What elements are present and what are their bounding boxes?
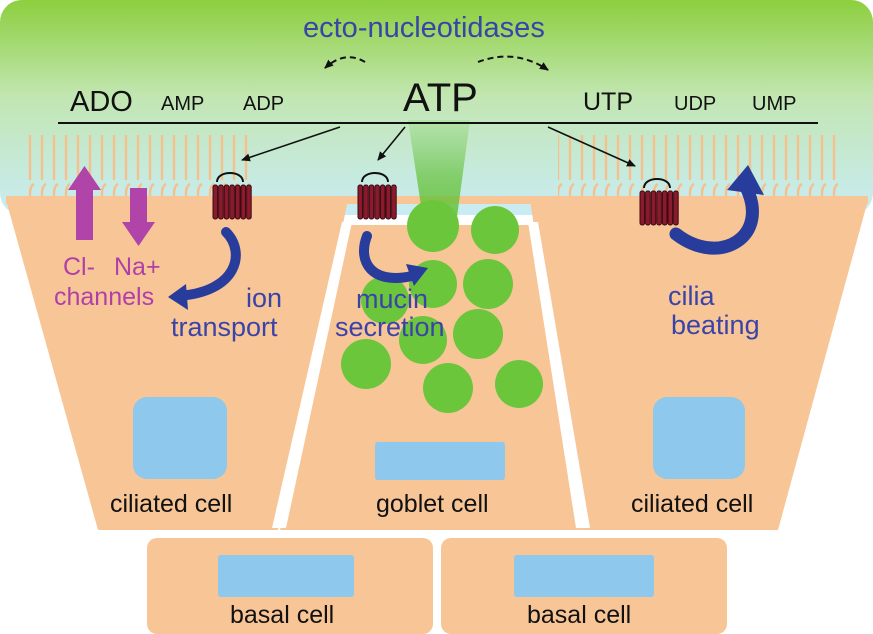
mucin-label: mucin: [356, 284, 429, 314]
cilia-right: [558, 135, 838, 197]
cilia-beating-arrow-icon: [669, 165, 764, 255]
atp-to-receptor-left-arrow: [241, 126, 341, 162]
ciliated-cell-right-label: ciliated cell: [631, 490, 754, 518]
basal-cell-left-label: basal cell: [230, 601, 335, 629]
ciliated-cell-left: [6, 200, 348, 530]
mucin-granule: [471, 206, 519, 254]
nucleus-ciliated-right: [653, 397, 745, 479]
mucin-granule: [463, 259, 513, 309]
na-influx-arrow-icon: [122, 188, 155, 246]
ecto-arrow-left: [324, 56, 366, 69]
na-label: Na+: [114, 253, 161, 281]
receptor-icon: [212, 172, 252, 220]
secretion-label: secretion: [335, 312, 445, 342]
nucleus-ciliated-left: [133, 397, 227, 479]
ion-label: ion: [246, 283, 283, 313]
receptor-icon: [639, 178, 679, 226]
mucin-granule: [407, 200, 459, 252]
ciliated-cell-right: [530, 200, 868, 530]
transport-label: transport: [171, 312, 278, 342]
channels-label: channels: [54, 283, 155, 311]
utp-to-receptor-right-arrow: [547, 126, 636, 167]
mucin-granule: [453, 309, 503, 359]
ecto-nucleotidases-label: ecto-nucleotidases: [303, 12, 545, 44]
mucin-granule: [361, 276, 409, 324]
nucleus-basal-right: [514, 555, 654, 597]
atp-label: ATP: [403, 76, 478, 120]
mucin-granule: [423, 363, 473, 413]
cl-label: Cl-: [63, 253, 95, 281]
mucin-secretion-arrow-icon: [359, 231, 428, 286]
ciliated-cell-left-label: ciliated cell: [110, 490, 233, 518]
mucin-granule: [495, 360, 543, 408]
udp-label: UDP: [674, 93, 717, 115]
adp-label: ADP: [243, 93, 285, 115]
cell-boundary-left: [272, 222, 352, 528]
ump-label: UMP: [752, 93, 797, 115]
receptor-icon: [357, 172, 397, 220]
mucin-granules: [341, 200, 543, 413]
ion-transport-arrow-icon: [168, 227, 241, 310]
cl-efflux-arrow-icon: [68, 166, 101, 240]
beating-label: beating: [671, 310, 760, 340]
basal-cell-right-label: basal cell: [527, 601, 632, 629]
ado-label: ADO: [70, 86, 133, 118]
mucin-granule: [341, 339, 391, 389]
cell-boundary-right: [528, 222, 590, 528]
cilia-label: cilia: [668, 281, 715, 311]
utp-label: UTP: [583, 88, 633, 116]
amp-label: AMP: [161, 93, 205, 115]
nucleus-goblet: [375, 442, 505, 480]
atp-to-receptor-middle-arrow: [377, 126, 406, 161]
nucleus-basal-left: [218, 555, 354, 597]
mucin-granule: [399, 316, 447, 364]
goblet-cell-label: goblet cell: [376, 490, 489, 518]
